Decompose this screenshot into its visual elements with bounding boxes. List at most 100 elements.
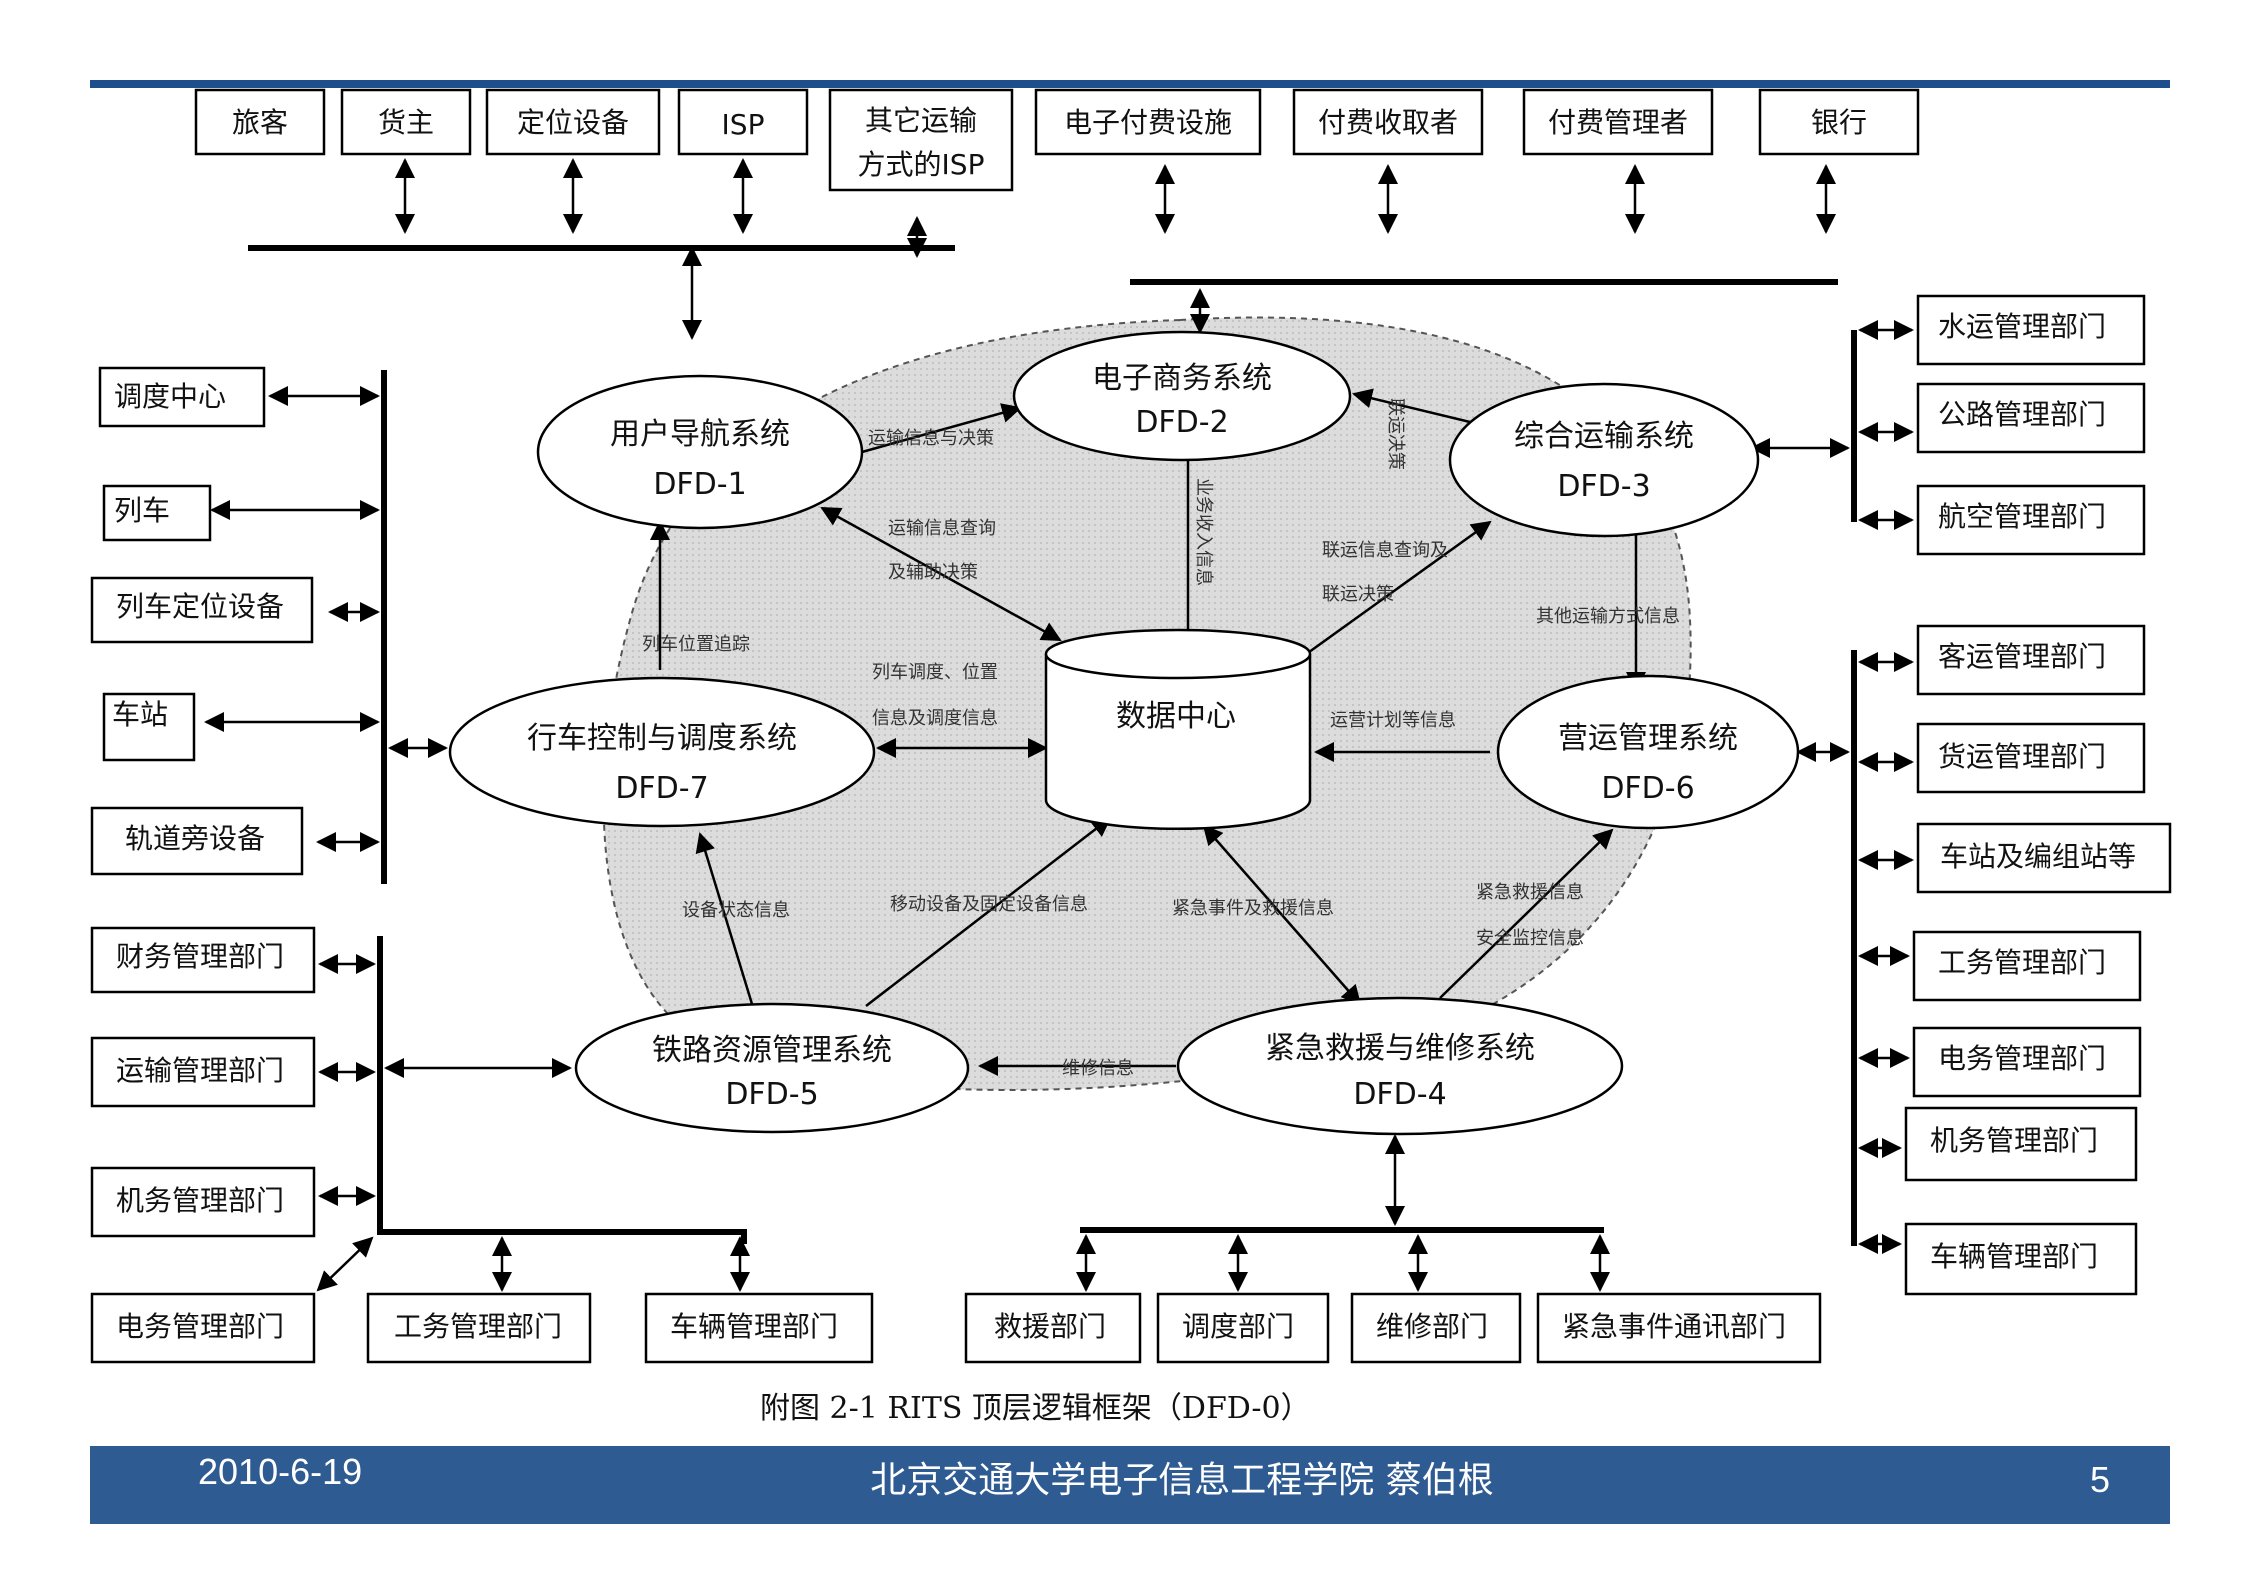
flow-label: 信息及调度信息 [872, 708, 998, 729]
process-name: 电子商务系统 [1092, 361, 1272, 396]
flow-label: 列车调度、位置 [872, 662, 998, 683]
bottom-entity-maintenance-dept: 维修部门 [1350, 1292, 1522, 1364]
process-id: DFD-2 [1135, 405, 1228, 440]
flow-arrow [861, 403, 1022, 454]
right-entity-label: 电务管理部门 [1938, 1042, 2106, 1075]
bottom-entity-rescue-dept: 救援部门 [964, 1292, 1142, 1364]
top-entity-label: ISP [722, 108, 765, 141]
flow-arrow [1202, 824, 1362, 1006]
left-entity-label: 列车定位设备 [116, 590, 284, 623]
process-id: DFD-3 [1557, 469, 1650, 504]
process-e-commerce: 电子商务系统 DFD-2 [1012, 330, 1352, 462]
top-entity-label: 付费收取者 [1318, 106, 1458, 139]
flow-arrow [695, 832, 754, 1005]
left-entity-electrical-dept: 电务管理部门 [90, 1292, 316, 1364]
datastore-data-center: 数据中心 [1044, 628, 1312, 831]
footer-date: 2010-6-19 [198, 1451, 362, 1492]
process-id: DFD-5 [725, 1077, 818, 1112]
flow-label: 设备状态信息 [682, 900, 790, 921]
process-id: DFD-1 [653, 467, 746, 502]
bottom-entity-emergency-comm-dept: 紧急事件通讯部门 [1536, 1292, 1822, 1364]
process-id: DFD-6 [1601, 771, 1694, 806]
bottom-entity-label: 紧急事件通讯部门 [1562, 1310, 1786, 1343]
right-entity-aviation-dept: 航空管理部门 [1916, 484, 2146, 556]
flow-label: 联运信息查询及 [1322, 540, 1448, 561]
flow-label: 维修信息 [1062, 1058, 1134, 1079]
flow-arrow [1352, 388, 1471, 424]
right-entity-label: 车站及编组站等 [1940, 840, 2136, 873]
right-entity-label: 机务管理部门 [1930, 1124, 2098, 1157]
footer-org: 北京交通大学电子信息工程学院 蔡伯根 [870, 1460, 1493, 1501]
process-emergency-rescue-maintenance: 紧急救援与维修系统 DFD-4 [1176, 996, 1624, 1136]
process-name: 用户导航系统 [610, 417, 790, 452]
flow-label: 移动设备及固定设备信息 [890, 894, 1088, 915]
right-entity-works-dept: 工务管理部门 [1912, 930, 2142, 1002]
top-entity-positioning-device: 定位设备 [485, 88, 661, 156]
flow-label: 紧急事件及救援信息 [1172, 898, 1334, 919]
flow-label: 运输信息查询 [888, 518, 996, 539]
process-user-navigation: 用户导航系统 DFD-1 [536, 374, 864, 530]
left-entity-label: 调度中心 [114, 380, 226, 413]
flow-label: 紧急救援信息 [1476, 882, 1584, 903]
flow-arrow [865, 816, 1112, 1007]
process-railway-resource-management: 铁路资源管理系统 DFD-5 [574, 1002, 970, 1134]
flow-label: 列车位置追踪 [642, 634, 750, 655]
top-entity-label: 其它运输 [865, 104, 977, 137]
right-entity-highway-dept: 公路管理部门 [1916, 382, 2146, 454]
flow-arrow [1439, 828, 1614, 999]
flow-label: 联运决策 [1322, 584, 1394, 605]
left-entity-label: 财务管理部门 [116, 940, 284, 973]
right-entity-label: 水运管理部门 [1938, 310, 2106, 343]
process-id: DFD-4 [1353, 1077, 1446, 1112]
left-entity-locomotive-dept: 机务管理部门 [90, 1166, 316, 1238]
process-name: 紧急救援与维修系统 [1265, 1031, 1535, 1066]
right-entity-station-yard: 车站及编组站等 [1916, 822, 2172, 894]
left-entity-label: 车站 [112, 698, 168, 731]
right-entity-label: 货运管理部门 [1938, 740, 2106, 773]
left-entity-label: 轨道旁设备 [125, 822, 265, 855]
top-entity-label: 货主 [378, 106, 434, 139]
left-entity-dispatch-center: 调度中心 [98, 366, 266, 428]
left-entity-transport-dept: 运输管理部门 [90, 1036, 316, 1108]
left-entity-train-positioning-device: 列车定位设备 [90, 576, 314, 644]
top-entity-fee-manager: 付费管理者 [1522, 88, 1714, 156]
left-entity-trackside-equipment: 轨道旁设备 [90, 806, 304, 876]
top-entity-label: 电子付费设施 [1064, 106, 1232, 139]
datastore-label: 数据中心 [1116, 699, 1236, 734]
right-entity-locomotive-dept: 机务管理部门 [1904, 1106, 2138, 1182]
left-entity-train: 列车 [102, 484, 212, 542]
process-name: 营运管理系统 [1558, 721, 1738, 756]
top-entity-shipper: 货主 [340, 88, 472, 156]
process-integrated-transport: 综合运输系统 DFD-3 [1448, 382, 1760, 538]
flow-label: 联运决策 [1385, 398, 1406, 470]
arrow [316, 1236, 374, 1292]
right-entity-label: 客运管理部门 [1938, 640, 2106, 673]
bottom-entity-vehicle-dept: 车辆管理部门 [644, 1292, 874, 1364]
right-entity-vehicle-dept: 车辆管理部门 [1904, 1222, 2138, 1296]
bottom-entity-label: 车辆管理部门 [670, 1310, 838, 1343]
right-entity-label: 航空管理部门 [1938, 500, 2106, 533]
right-entity-waterway-dept: 水运管理部门 [1916, 294, 2146, 366]
right-entity-electrical-dept: 电务管理部门 [1912, 1026, 2142, 1098]
bottom-entity-label: 工务管理部门 [394, 1310, 562, 1343]
left-entity-station: 车站 [102, 692, 196, 762]
process-name: 铁路资源管理系统 [652, 1033, 892, 1068]
flow-label: 业务收入信息 [1193, 478, 1214, 586]
process-train-control-dispatch: 行车控制与调度系统 DFD-7 [448, 676, 876, 828]
right-entity-passenger-dept: 客运管理部门 [1916, 624, 2146, 696]
flow-arrow [1297, 520, 1492, 662]
left-entity-finance-dept: 财务管理部门 [90, 926, 316, 994]
flow-label: 及辅助决策 [888, 562, 978, 583]
top-entity-bank: 银行 [1758, 88, 1920, 156]
bottom-entity-label: 救援部门 [994, 1310, 1106, 1343]
left-entity-label: 列车 [114, 494, 170, 527]
flow-label: 安全监控信息 [1476, 928, 1584, 949]
top-rule [90, 80, 2170, 88]
flow-label: 运输信息与决策 [868, 428, 994, 449]
left-entity-label: 机务管理部门 [116, 1184, 284, 1217]
left-entity-label: 电务管理部门 [116, 1310, 284, 1343]
bottom-entity-dispatch-dept: 调度部门 [1156, 1292, 1330, 1364]
top-entity-label: 付费管理者 [1548, 106, 1688, 139]
figure-caption: 附图 2-1 RITS 顶层逻辑框架（DFD-0） [760, 1391, 1311, 1426]
